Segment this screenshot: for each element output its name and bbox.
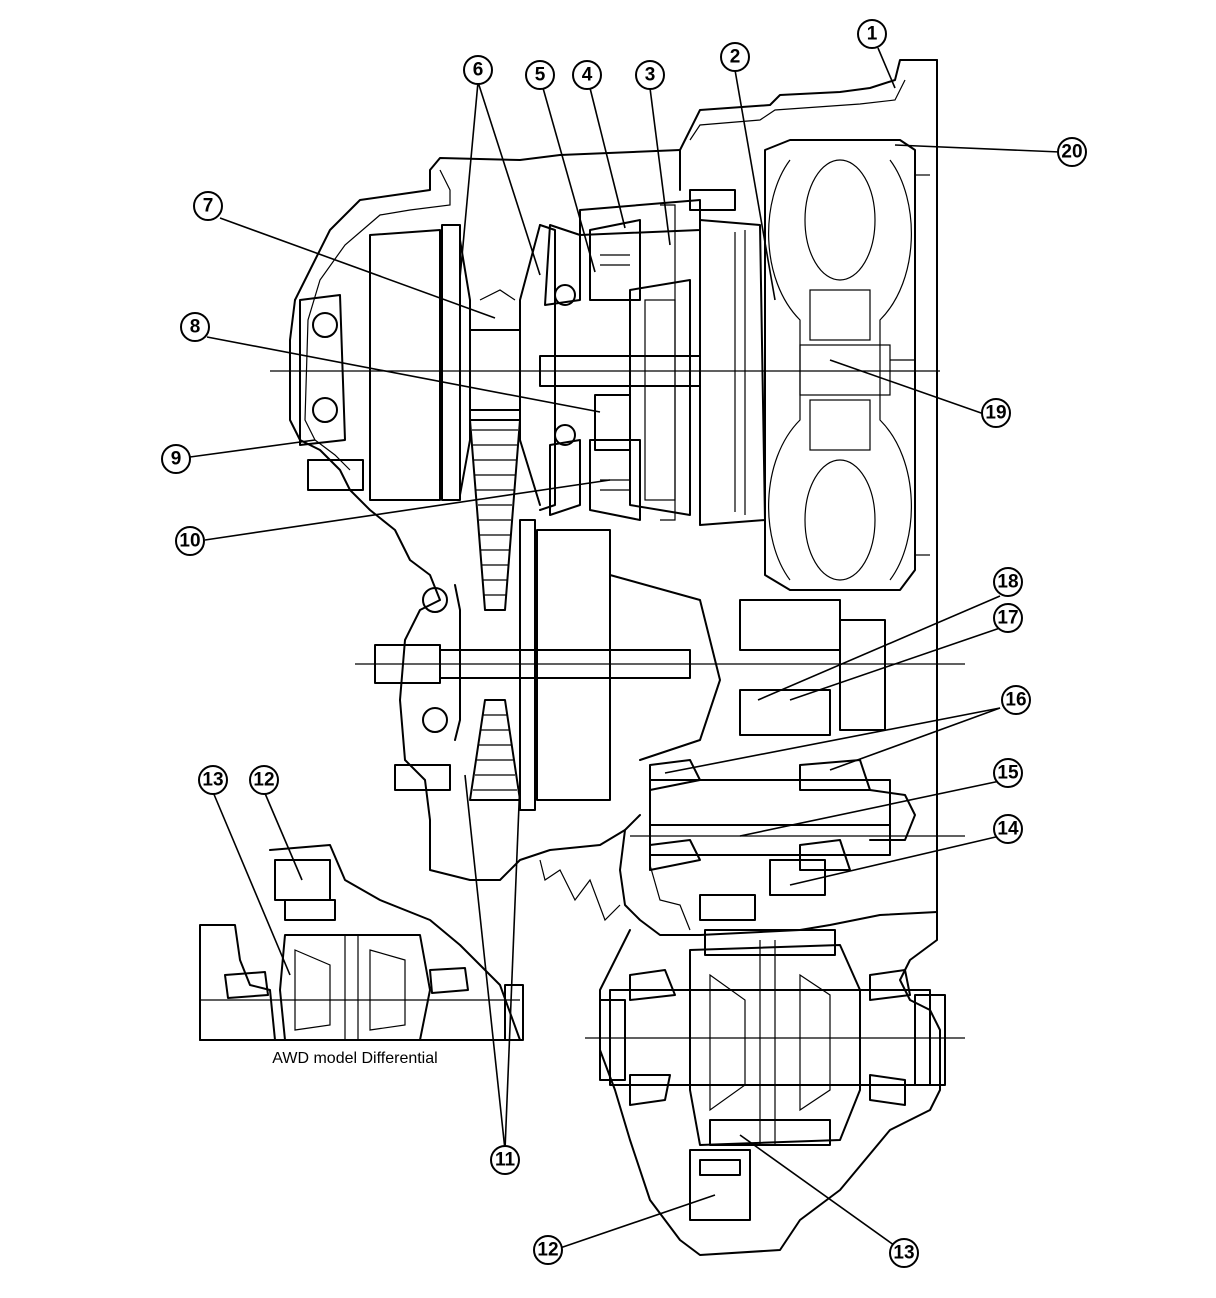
callout-6-label: 6: [473, 60, 484, 81]
callout-16: 16: [1001, 685, 1031, 715]
callout-8-label: 8: [190, 317, 201, 338]
callout-20-label: 20: [1061, 142, 1082, 163]
callout-20: 20: [1057, 137, 1087, 167]
callout-1-label: 1: [867, 24, 878, 45]
callout-13-label: 13: [893, 1243, 914, 1264]
callout-12-awd: 12: [249, 765, 279, 795]
callout-18-label: 18: [997, 572, 1018, 593]
callout-13-awd: 13: [198, 765, 228, 795]
reduction-gear-set: [649, 599, 916, 921]
callout-5: 5: [525, 60, 555, 90]
callout-14-label: 14: [997, 819, 1019, 840]
callout-8: 8: [180, 312, 210, 342]
belt-lower-links: [473, 714, 517, 791]
callout-5-label: 5: [535, 65, 546, 86]
callout-3: 3: [635, 60, 665, 90]
callout-18: 18: [993, 567, 1023, 597]
callout-2: 2: [720, 42, 750, 72]
callout-7: 7: [193, 191, 223, 221]
callout-4: 4: [572, 60, 602, 90]
callout-7-label: 7: [203, 196, 214, 217]
callout-1: 1: [857, 19, 887, 49]
primary-pulley: [299, 224, 556, 611]
callout-10: 10: [175, 526, 205, 556]
callout-6: 6: [463, 55, 493, 85]
callout-11-label: 11: [495, 1150, 516, 1171]
callout-17: 17: [993, 603, 1023, 633]
callout-11: 11: [490, 1145, 520, 1175]
callout-17-label: 17: [997, 608, 1018, 629]
callout-4-label: 4: [582, 65, 593, 86]
callout-3-label: 3: [645, 65, 656, 86]
callout-16-label: 16: [1005, 690, 1026, 711]
callout-13: 13: [889, 1238, 919, 1268]
callout-15: 15: [993, 758, 1023, 788]
callout-12-label: 12: [537, 1240, 558, 1261]
awd-differential-inset: [199, 844, 524, 1041]
callout-19: 19: [981, 398, 1011, 428]
transaxle-case: [289, 59, 941, 1256]
callout-14: 14: [993, 814, 1023, 844]
awd-differential-caption: AWD model Differential: [272, 1050, 438, 1067]
secondary-pulley: [374, 519, 721, 811]
input-shaft-assembly: [539, 189, 736, 521]
leader-lines: [189, 47, 1061, 1249]
torque-converter: [699, 139, 930, 591]
callout-15-label: 15: [997, 763, 1019, 784]
callout-2-label: 2: [730, 47, 741, 68]
callout-10-label: 10: [179, 531, 200, 552]
callout-9-label: 9: [171, 449, 182, 470]
belt-upper-links: [472, 429, 518, 596]
callout-19-label: 19: [985, 403, 1006, 424]
callout-13-awd-label: 13: [202, 770, 223, 791]
callout-9: 9: [161, 444, 191, 474]
callout-12: 12: [533, 1235, 563, 1265]
callout-12-awd-label: 12: [253, 770, 274, 791]
differential-assembly: [599, 929, 946, 1221]
